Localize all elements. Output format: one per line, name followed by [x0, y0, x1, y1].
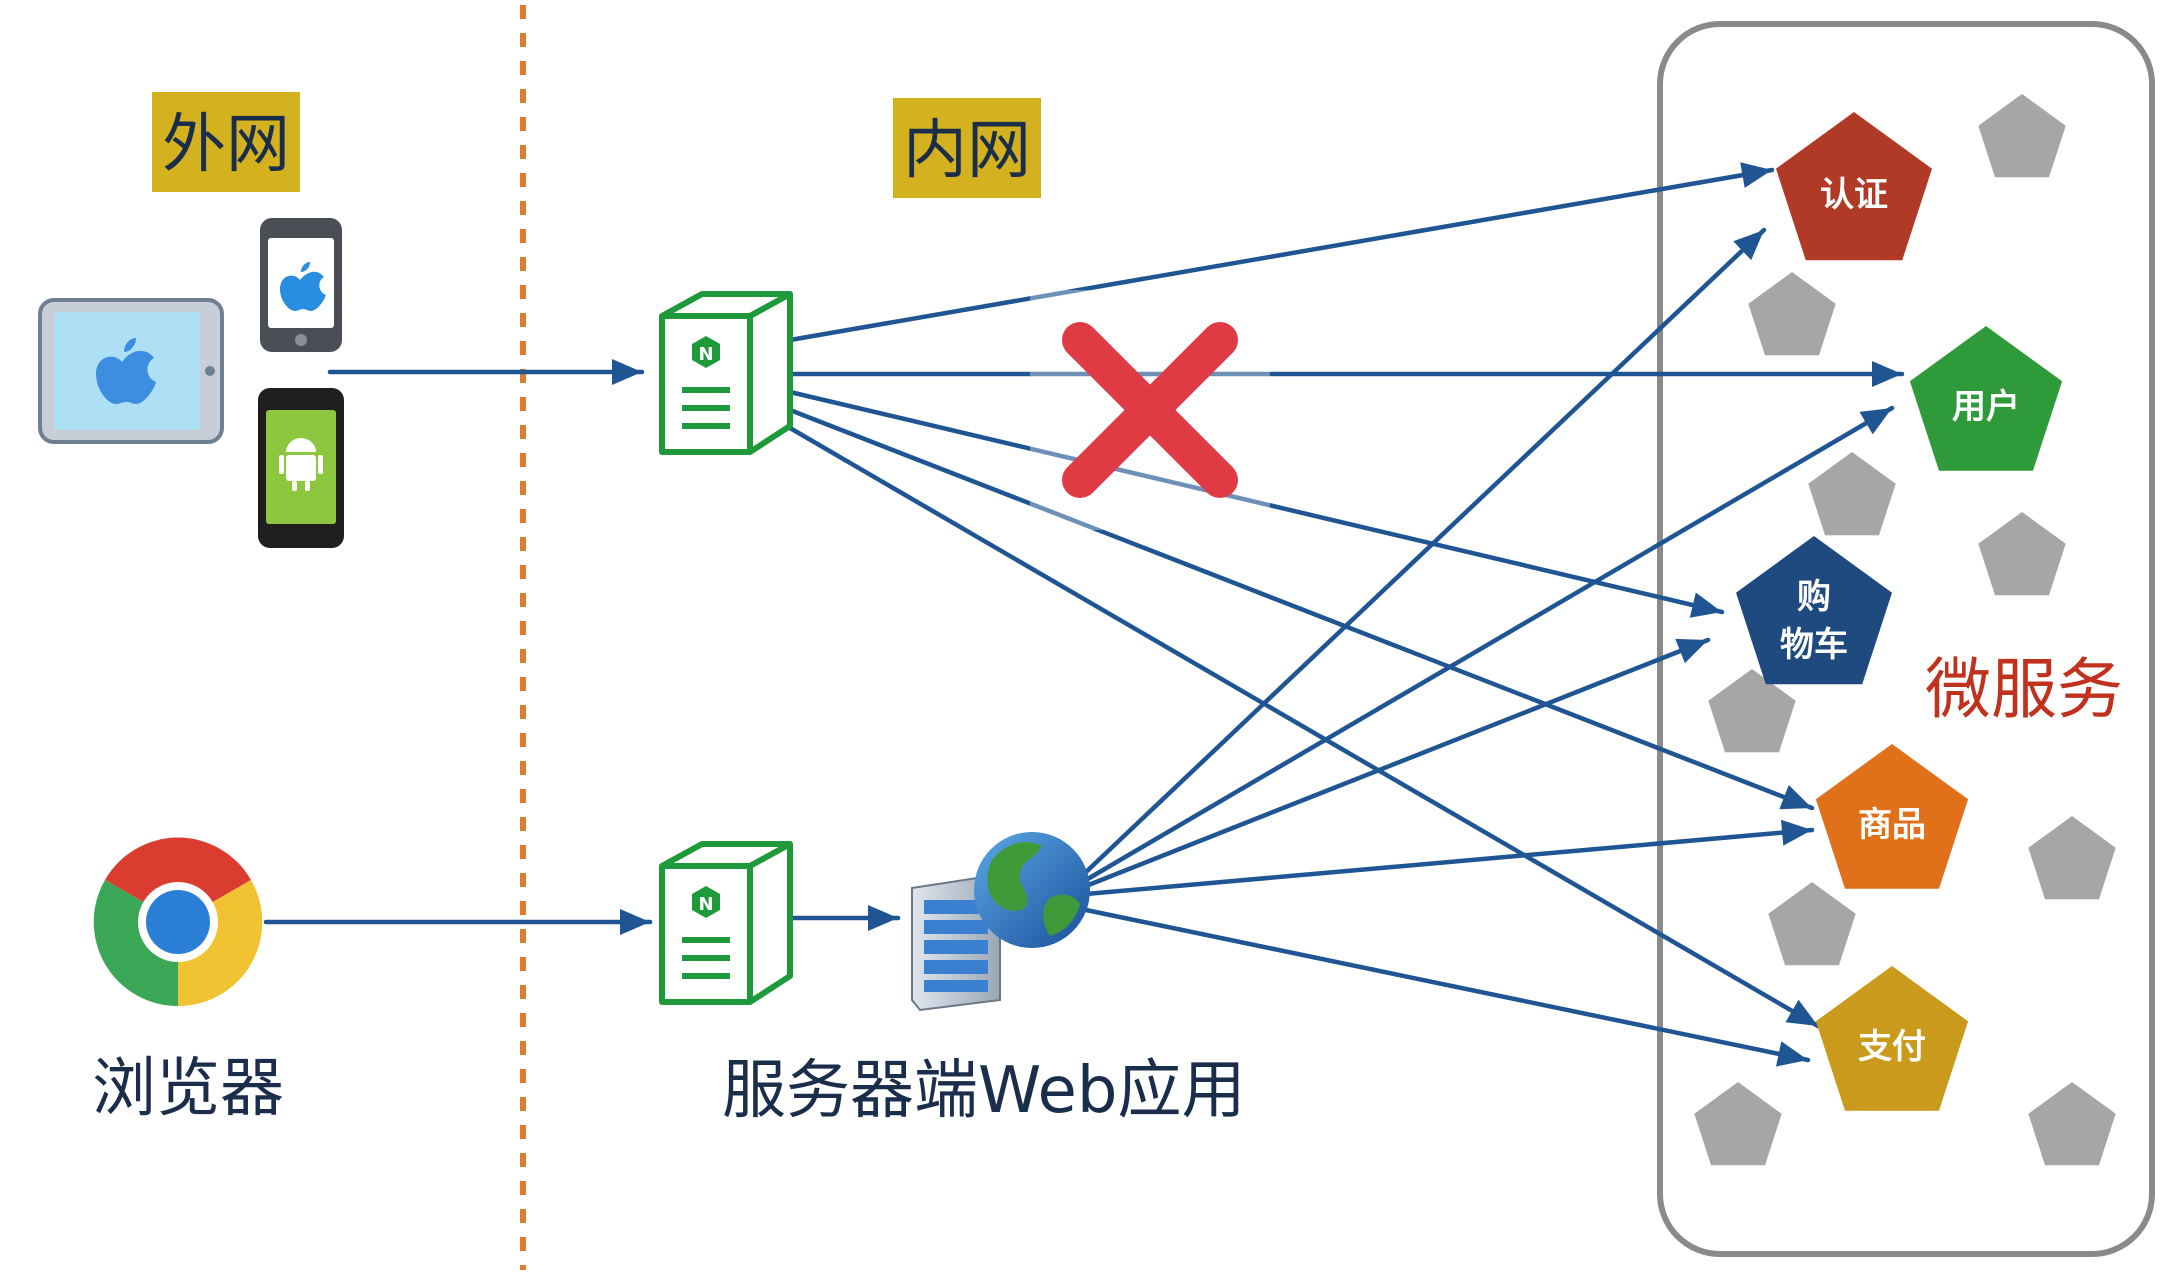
service-pentagon [1776, 112, 1932, 261]
service-label: 商品 [1858, 805, 1926, 845]
external-zone-tag: 外网 [152, 92, 300, 192]
service-label: 认证 [1820, 175, 1888, 215]
chrome-icon [93, 837, 263, 1007]
internal-zone-label: 内网 [903, 114, 1031, 188]
service-label: 用户 [1952, 387, 2020, 427]
svg-text:N: N [698, 894, 713, 915]
connection-arrow [787, 407, 1815, 811]
connection-arrow [789, 905, 901, 931]
service-auth: 认证 [1776, 112, 1932, 261]
android-phone-icon [258, 388, 344, 548]
placeholder-pentagon [2028, 816, 2116, 900]
connection-arrow [787, 425, 1821, 1029]
connection-arrow [787, 162, 1775, 343]
connection-arrow [263, 909, 653, 935]
connection-arrow [327, 359, 645, 385]
connection-arrow [1083, 637, 1711, 889]
service-label: 购物车 [1780, 577, 1848, 665]
placeholder-pentagon [1808, 452, 1896, 536]
service-pentagon [1909, 326, 2063, 471]
iphone-icon [260, 218, 342, 352]
service-cart: 购物车 [1736, 536, 1892, 685]
service-label: 支付 [1858, 1027, 1926, 1067]
placeholder-pentagon [1768, 882, 1856, 966]
placeholder-pentagon [1978, 512, 2066, 596]
ipad-icon [38, 298, 224, 444]
service-pentagon [1815, 966, 1969, 1111]
svg-text:N: N [698, 344, 713, 365]
internal-zone-tag: 内网 [893, 98, 1041, 198]
web-server-label: 服务器端Web应用 [722, 1054, 1246, 1128]
blocked-x-icon [1030, 290, 1270, 530]
nginx-server-icon: N [659, 841, 793, 1005]
microservices-container [1657, 21, 2155, 1257]
placeholder-pentagon [1978, 94, 2066, 178]
connection-arrow [787, 389, 1725, 618]
service-pentagon [1815, 744, 1969, 889]
placeholder-services [1694, 94, 2116, 1166]
service-user: 用户 [1909, 326, 2063, 471]
connection-arrows [263, 162, 1905, 1067]
placeholder-pentagon [2028, 1082, 2116, 1166]
connection-arrow [787, 361, 1905, 387]
connection-arrow [1083, 819, 1815, 897]
placeholder-pentagon [1748, 272, 1836, 356]
placeholder-pentagon [1708, 669, 1796, 753]
service-payment: 支付 [1815, 966, 1969, 1111]
service-pentagon [1736, 536, 1892, 685]
external-zone-label: 外网 [162, 108, 290, 182]
placeholder-pentagon [1694, 1082, 1782, 1166]
microservices-title: 微服务 [1925, 651, 2123, 728]
browser-label: 浏览器 [92, 1052, 284, 1126]
connection-arrow [1083, 405, 1895, 883]
connection-arrow [1083, 907, 1811, 1067]
connection-arrow [1083, 227, 1767, 875]
web-server-globe-icon [911, 832, 1090, 1012]
nginx-server-icon: N [659, 291, 793, 455]
service-product: 商品 [1815, 744, 1969, 889]
